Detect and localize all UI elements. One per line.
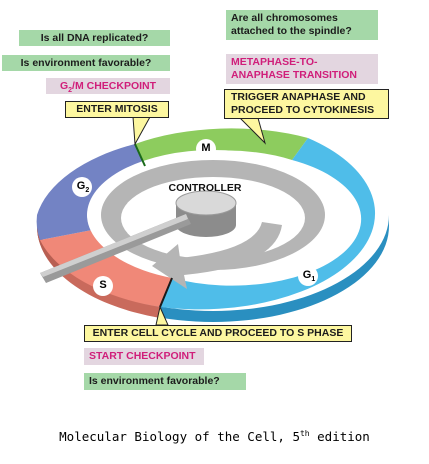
enter-mitosis-pointer [132, 116, 151, 146]
trigger-anaphase-label: TRIGGER ANAPHASE AND PROCEED TO CYTOKINE… [224, 89, 389, 119]
chromosomes-attached-question: Are all chromosomes attached to the spin… [226, 10, 378, 40]
m-phase-label: M [201, 142, 211, 154]
enter-mitosis-label: ENTER MITOSIS [65, 101, 169, 118]
g1-phase-circle [298, 266, 318, 286]
g2-segment [37, 144, 145, 215]
s-phase-circle [93, 276, 113, 296]
g2m-checkpoint-label: G2/M CHECKPOINT [46, 78, 170, 94]
g2-phase-label: G2 [76, 180, 90, 195]
metaphase-anaphase-checkpoint-label: METAPHASE-TO-ANAPHASE TRANSITION [226, 54, 378, 84]
controller-knob [175, 190, 237, 237]
s-segment [40, 230, 172, 307]
g1-segment [160, 138, 376, 310]
start-checkpoint-marker [159, 277, 173, 308]
source-caption: Molecular Biology of the Cell, 5th editi… [59, 429, 370, 445]
g2m-environment-question: Is environment favorable? [2, 55, 170, 71]
g2m-checkpoint-marker [134, 143, 146, 167]
dna-replicated-question: Is all DNA replicated? [19, 30, 170, 46]
m-segment [135, 128, 308, 166]
start-checkpoint-label: START CHECKPOINT [84, 348, 204, 365]
start-environment-question: Is environment favorable? [84, 373, 246, 390]
g1-phase-label: G1 [302, 269, 316, 284]
s-phase-label: S [99, 279, 107, 291]
m-phase-circle [196, 139, 216, 159]
g2-phase-circle [72, 177, 92, 197]
enter-cell-cycle-label: ENTER CELL CYCLE AND PROCEED TO S PHASE [84, 325, 352, 342]
controller-label: CONTROLLER [168, 182, 242, 194]
controller-pointer [40, 214, 191, 283]
